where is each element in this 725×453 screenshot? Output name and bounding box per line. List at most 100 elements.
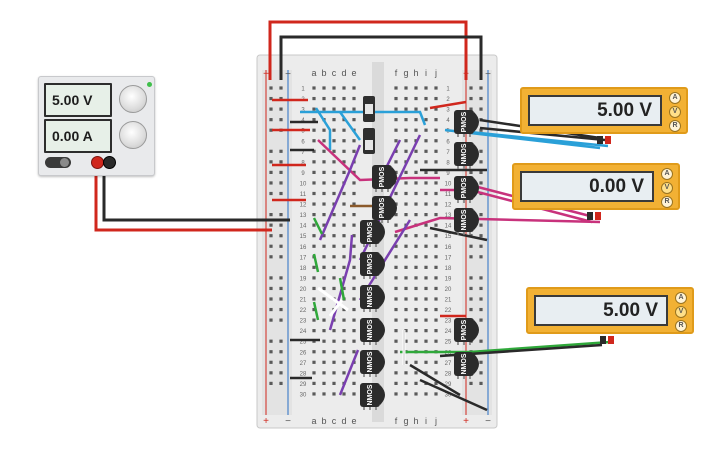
hole[interactable]: [404, 86, 408, 90]
rail-hole[interactable]: [269, 86, 273, 90]
current-knob[interactable]: [119, 121, 147, 149]
rail-hole[interactable]: [279, 381, 283, 385]
hole[interactable]: [352, 170, 356, 174]
pmos-transistor[interactable]: PMOS: [360, 220, 385, 247]
hole[interactable]: [312, 86, 316, 90]
rail-hole[interactable]: [469, 307, 473, 312]
hole[interactable]: [404, 107, 408, 111]
hole[interactable]: [322, 371, 326, 375]
nmos-transistor[interactable]: NMOS: [360, 318, 385, 345]
rail-hole[interactable]: [269, 297, 273, 301]
hole[interactable]: [434, 329, 438, 333]
multimeter-1-mode-a[interactable]: A: [669, 92, 681, 104]
hole[interactable]: [394, 307, 398, 312]
hole[interactable]: [394, 160, 398, 164]
rail-hole[interactable]: [269, 276, 273, 280]
hole[interactable]: [394, 255, 398, 259]
hole[interactable]: [352, 307, 356, 312]
hole[interactable]: [342, 307, 346, 312]
multimeter-1-mode-v[interactable]: V: [669, 106, 681, 118]
hole[interactable]: [394, 392, 398, 396]
hole[interactable]: [342, 223, 346, 227]
hole[interactable]: [312, 244, 316, 248]
hole[interactable]: [322, 329, 326, 333]
rail-hole[interactable]: [279, 339, 283, 343]
hole[interactable]: [332, 170, 336, 174]
hole[interactable]: [332, 213, 336, 217]
hole[interactable]: [434, 181, 438, 185]
rail-hole[interactable]: [269, 213, 273, 217]
hole[interactable]: [342, 255, 346, 259]
hole[interactable]: [322, 128, 326, 132]
hole[interactable]: [424, 265, 428, 269]
rail-hole[interactable]: [269, 234, 273, 238]
hole[interactable]: [352, 86, 356, 90]
transistor-body[interactable]: [454, 352, 474, 376]
hole[interactable]: [414, 318, 418, 322]
rail-hole[interactable]: [469, 86, 473, 90]
hole[interactable]: [352, 191, 356, 196]
hole[interactable]: [332, 255, 336, 259]
hole[interactable]: [342, 350, 346, 354]
hole[interactable]: [424, 107, 428, 111]
hole[interactable]: [414, 107, 418, 111]
hole[interactable]: [434, 244, 438, 248]
hole[interactable]: [352, 202, 356, 206]
switch-1-knob[interactable]: [365, 104, 373, 114]
hole[interactable]: [332, 128, 336, 132]
hole[interactable]: [342, 149, 346, 153]
rail-hole[interactable]: [279, 191, 283, 196]
hole[interactable]: [434, 392, 438, 396]
hole[interactable]: [414, 213, 418, 217]
hole[interactable]: [404, 381, 408, 385]
hole[interactable]: [342, 128, 346, 132]
rail-hole[interactable]: [479, 244, 483, 248]
hole[interactable]: [434, 307, 438, 312]
hole[interactable]: [332, 223, 336, 227]
hole[interactable]: [332, 181, 336, 185]
hole[interactable]: [342, 202, 346, 206]
hole[interactable]: [404, 170, 408, 174]
hole[interactable]: [312, 286, 316, 291]
transistor-body[interactable]: [360, 383, 380, 407]
hole[interactable]: [414, 392, 418, 396]
transistor-body[interactable]: [372, 165, 392, 189]
rail-hole[interactable]: [479, 223, 483, 227]
hole[interactable]: [394, 223, 398, 227]
hole[interactable]: [332, 329, 336, 333]
transistor-body[interactable]: [360, 350, 380, 374]
hole[interactable]: [404, 139, 408, 143]
hole[interactable]: [342, 191, 346, 196]
rail-hole[interactable]: [269, 191, 273, 196]
rail-hole[interactable]: [279, 223, 283, 227]
hole[interactable]: [404, 276, 408, 280]
hole[interactable]: [394, 149, 398, 153]
hole[interactable]: [352, 244, 356, 248]
hole[interactable]: [414, 339, 418, 343]
hole[interactable]: [404, 392, 408, 396]
hole[interactable]: [312, 297, 316, 301]
hole[interactable]: [312, 170, 316, 174]
hole[interactable]: [434, 286, 438, 291]
rail-hole[interactable]: [469, 244, 473, 248]
hole[interactable]: [322, 149, 326, 153]
hole[interactable]: [352, 350, 356, 354]
rail-hole[interactable]: [479, 276, 483, 280]
hole[interactable]: [394, 170, 398, 174]
hole[interactable]: [332, 276, 336, 280]
hole[interactable]: [434, 128, 438, 132]
rail-hole[interactable]: [469, 297, 473, 301]
hole[interactable]: [424, 223, 428, 227]
hole[interactable]: [424, 202, 428, 206]
rail-hole[interactable]: [269, 107, 273, 111]
hole[interactable]: [332, 265, 336, 269]
hole[interactable]: [414, 118, 418, 122]
pmos-transistor[interactable]: PMOS: [360, 252, 385, 279]
hole[interactable]: [322, 86, 326, 90]
hole[interactable]: [404, 286, 408, 291]
hole[interactable]: [312, 107, 316, 111]
hole[interactable]: [342, 392, 346, 396]
pmos-transistor[interactable]: PMOS: [372, 196, 397, 223]
hole[interactable]: [414, 381, 418, 385]
rail-hole[interactable]: [279, 213, 283, 217]
